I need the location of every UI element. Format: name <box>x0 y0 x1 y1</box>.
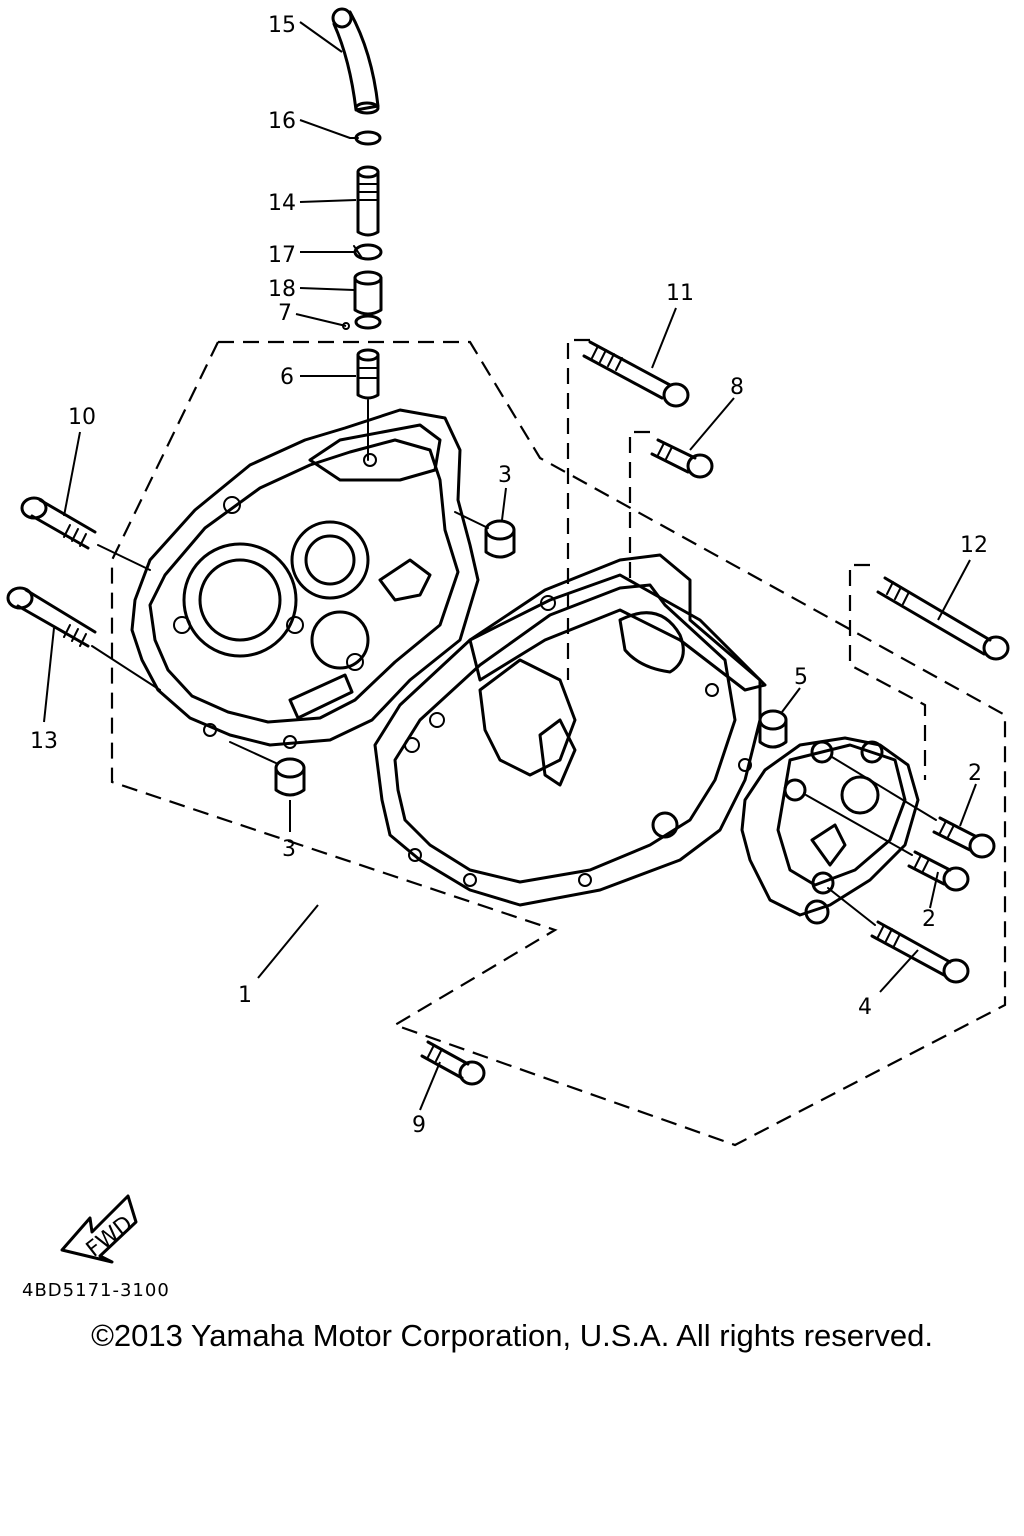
bolt-2-upper <box>932 816 996 859</box>
leader-11 <box>651 307 677 369</box>
leader-15 <box>299 21 343 53</box>
bolt-9 <box>420 1040 486 1086</box>
callout-6: 6 <box>280 365 294 390</box>
callout-17: 17 <box>268 243 296 268</box>
callout-1: 1 <box>238 983 252 1008</box>
callout-14: 14 <box>268 191 296 216</box>
leader-2-upper <box>959 783 977 827</box>
bolt-8 <box>650 438 714 479</box>
bolt-11 <box>582 340 690 408</box>
copyright-notice: ©2013 Yamaha Motor Corporation, U.S.A. A… <box>91 1318 933 1353</box>
bolt-11-bracket <box>566 338 590 680</box>
right-crankcase <box>373 553 767 907</box>
callout-2-upper: 2 <box>968 761 982 786</box>
leader-14 <box>299 199 357 203</box>
callout-16: 16 <box>268 109 296 134</box>
leader-9 <box>419 1061 441 1111</box>
bolt-12-bracket <box>848 563 927 780</box>
bolt-13-axis <box>91 645 161 691</box>
crankcase-cover <box>740 736 920 925</box>
leader-12 <box>937 559 971 621</box>
leader-8 <box>689 397 735 451</box>
pin-axis-lower <box>229 741 279 765</box>
cover-bolt-axes <box>805 756 937 926</box>
leader-3-upper <box>501 487 507 521</box>
bolt-12 <box>876 576 1010 661</box>
leader-16 <box>299 119 351 139</box>
callout-5: 5 <box>794 665 808 690</box>
leader-13 <box>43 627 55 723</box>
callout-11: 11 <box>666 281 694 306</box>
dowel-pin-lower <box>274 757 306 797</box>
assembly-group-outline <box>110 340 1007 1147</box>
leader-4 <box>879 949 919 993</box>
callout-3-lower: 3 <box>282 837 296 862</box>
bolt-13 <box>6 586 97 648</box>
leader-5 <box>781 687 801 713</box>
bolt-2-lower <box>907 850 970 892</box>
pin-axis-upper <box>454 511 489 529</box>
leader-18 <box>299 287 355 291</box>
callout-15: 15 <box>268 13 296 38</box>
callout-7: 7 <box>278 301 292 326</box>
clip-16 <box>349 130 382 146</box>
breather-nipple <box>356 348 380 400</box>
bolt-8-bracket <box>628 430 650 585</box>
leader-1 <box>257 904 319 979</box>
callout-3-upper: 3 <box>498 463 512 488</box>
hose-clamp <box>353 243 383 261</box>
leader-10 <box>63 431 81 517</box>
callout-13: 13 <box>30 729 58 754</box>
callout-4: 4 <box>858 995 872 1020</box>
breather-joint <box>356 165 380 237</box>
fwd-arrow-icon: FWD <box>60 1194 138 1264</box>
bolt-10 <box>20 496 97 550</box>
dowel-pin-5 <box>758 709 788 749</box>
crankcase-exploded-diagram: 15 16 14 17 18 7 6 10 13 3 3 11 8 12 5 2… <box>6 7 1010 1264</box>
collar-18 <box>353 270 383 316</box>
o-ring-7 <box>342 314 382 330</box>
callout-2-lower: 2 <box>922 907 936 932</box>
left-crankcase <box>130 408 480 749</box>
callout-12: 12 <box>960 533 988 558</box>
callout-18: 18 <box>268 277 296 302</box>
dowel-pin-upper <box>484 519 516 559</box>
callout-10: 10 <box>68 405 96 430</box>
callout-9: 9 <box>412 1113 426 1138</box>
callout-8: 8 <box>730 375 744 400</box>
leader-7 <box>295 313 347 327</box>
leader-2-lower <box>929 871 939 909</box>
breather-hose <box>331 7 380 115</box>
diagram-code: 4BD5171-3100 <box>22 1280 170 1301</box>
bolt-4 <box>870 920 970 984</box>
bolt-10-axis <box>97 544 151 571</box>
